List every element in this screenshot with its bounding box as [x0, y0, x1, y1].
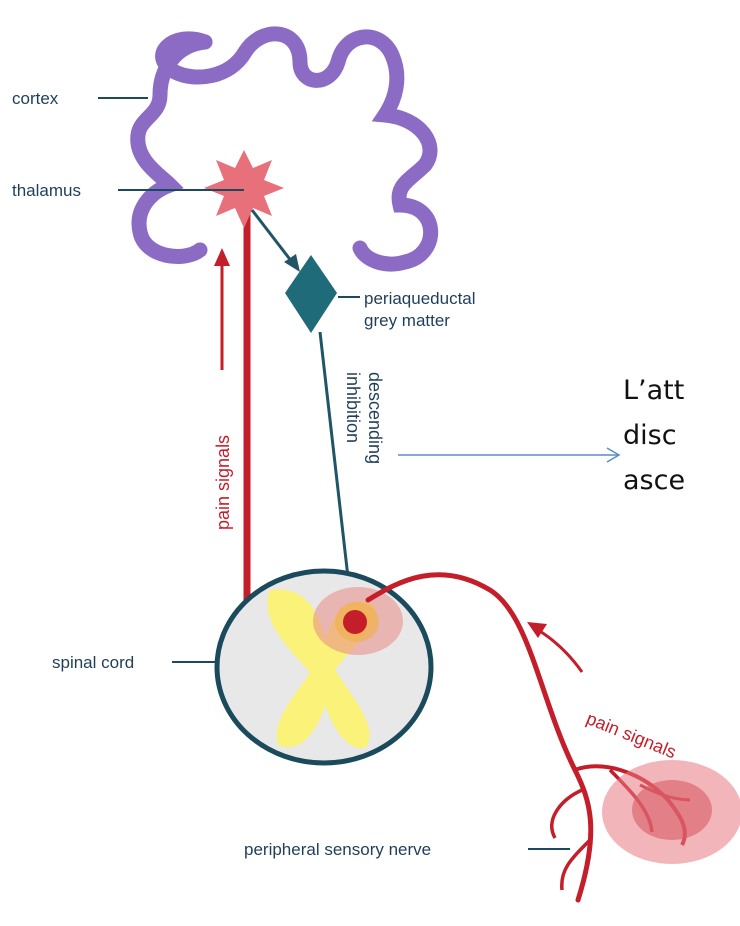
pain-signals-up-arrowhead — [214, 248, 230, 266]
descending-label-line2: inhibition — [343, 372, 363, 443]
annotation-line-2: disc — [623, 420, 677, 451]
pain-signals-curved-arrow — [535, 628, 582, 672]
thalamus-to-pag-arrow — [252, 210, 292, 262]
peripheral-nerve-label: peripheral sensory nerve — [244, 840, 431, 859]
receptive-field-inner — [632, 780, 712, 840]
pain-signals-curved-label: pain signals — [584, 708, 680, 762]
spinal-cord-label: spinal cord — [52, 653, 134, 672]
thalamus-label: thalamus — [12, 181, 81, 200]
synapse-node — [343, 610, 367, 634]
pain-signals-vertical-label: pain signals — [213, 435, 233, 530]
descending-label-line1: descending — [365, 372, 385, 464]
pag-label-line1: periaqueductal — [364, 289, 476, 308]
annotation-line-3: asce — [623, 465, 685, 496]
annotation-line-1: L’att — [623, 375, 684, 406]
cortex-label: cortex — [12, 89, 59, 108]
peripheral-nerve-branch-c — [552, 790, 582, 838]
cortex-shape — [163, 34, 431, 264]
pag-label-line2: grey matter — [364, 311, 450, 330]
